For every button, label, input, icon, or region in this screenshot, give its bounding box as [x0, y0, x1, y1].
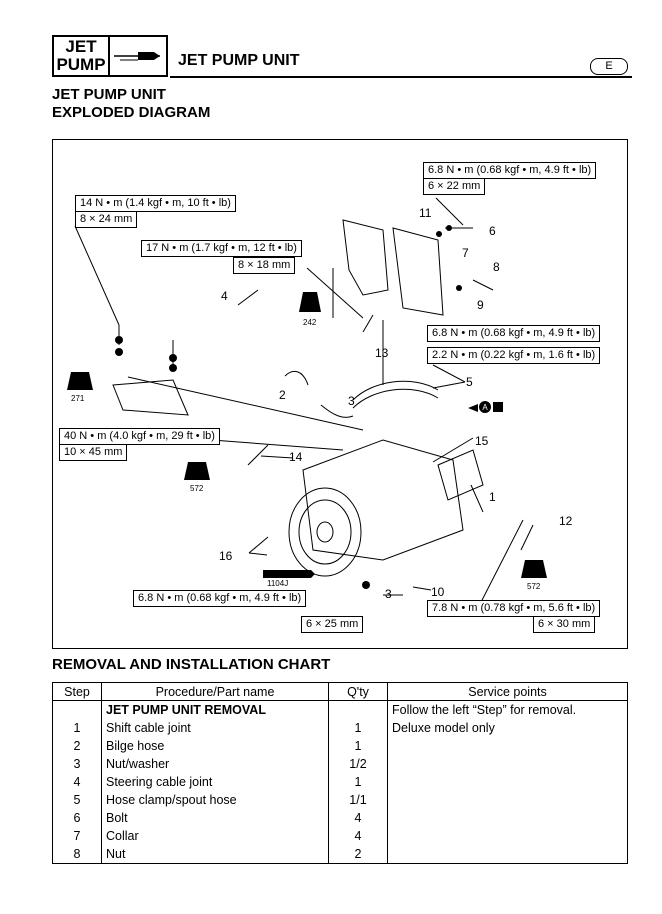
size-label-10x45: 10 × 45 mm	[59, 444, 128, 461]
section-subtitle: EXPLODED DIAGRAM	[52, 104, 211, 121]
size-label-8x18: 8 × 18 mm	[233, 257, 296, 274]
torque-label-bolt-9: 6.8 N • m (0.68 kgf • m, 4.9 ft • lb)	[427, 325, 601, 342]
callout-4: 4	[221, 289, 228, 303]
locktite-572-right: 572	[527, 582, 541, 591]
torque-label-14nm: 14 N • m (1.4 kgf • m, 10 ft • lb)	[75, 195, 236, 212]
col-step: Step	[52, 682, 102, 701]
table-row-group: JET PUMP UNIT REMOVAL Follow the left “S…	[52, 700, 628, 719]
callout-7: 7	[462, 246, 469, 260]
qty-cell: 1	[328, 737, 388, 755]
callout-8: 8	[493, 260, 500, 274]
locktite-572-left: 572	[190, 484, 204, 493]
col-procedure: Procedure/Part name	[101, 682, 329, 701]
step-cell: 2	[52, 737, 102, 755]
part-cell: Collar	[101, 827, 329, 845]
note-cell	[387, 737, 628, 755]
header-rule	[170, 76, 632, 78]
size-label-6x30: 6 × 30 mm	[533, 616, 596, 633]
diagram-drawing: A	[67, 197, 547, 609]
locktite-271: 271	[71, 394, 85, 403]
step-cell: 1	[52, 719, 102, 737]
qty-cell: 4	[328, 827, 388, 845]
qty-cell: 1/1	[328, 791, 388, 809]
sealant-label: 1104J	[267, 579, 289, 588]
step-cell: 8	[52, 845, 102, 864]
group-title: JET PUMP UNIT REMOVAL	[101, 700, 329, 719]
qty-cell: 1	[328, 773, 388, 791]
callout-9: 9	[477, 298, 484, 312]
callout-15: 15	[475, 434, 489, 448]
callout-6: 6	[489, 224, 496, 238]
size-label-8x24: 8 × 24 mm	[75, 211, 138, 228]
chapter-badge-text: JET PUMP	[54, 37, 110, 75]
callout-13: 13	[375, 346, 389, 360]
chapter-badge: JET PUMP	[52, 35, 168, 77]
language-badge: E	[590, 58, 628, 75]
part-cell: Nut/washer	[101, 755, 329, 773]
step-cell: 7	[52, 827, 102, 845]
page-header-title: JET PUMP UNIT	[178, 52, 300, 69]
step-cell: 4	[52, 773, 102, 791]
part-cell: Hose clamp/spout hose	[101, 791, 329, 809]
col-qty: Q'ty	[328, 682, 388, 701]
callout-5: 5	[466, 375, 473, 389]
section-title: JET PUMP UNIT	[52, 86, 166, 103]
torque-label-40nm: 40 N • m (4.0 kgf • m, 29 ft • lb)	[59, 428, 220, 445]
part-cell: Bolt	[101, 809, 329, 827]
qty-cell: 1	[328, 719, 388, 737]
torque-label-17nm: 17 N • m (1.7 kgf • m, 12 ft • lb)	[141, 240, 302, 257]
callout-12: 12	[559, 514, 573, 528]
torque-label-clamp-5: 2.2 N • m (0.22 kgf • m, 1.6 ft • lb)	[427, 347, 601, 364]
torque-label-bolt-12: 7.8 N • m (0.78 kgf • m, 5.6 ft • lb)	[427, 600, 601, 617]
step-cell: 6	[52, 809, 102, 827]
note-cell: Deluxe model only	[387, 719, 628, 737]
part-cell: Nut	[101, 845, 329, 864]
callout-3: 3	[348, 394, 355, 408]
step-cell: 3	[52, 755, 102, 773]
part-cell: Shift cable joint	[101, 719, 329, 737]
torque-label-nut-3: 6.8 N • m (0.68 kgf • m, 4.9 ft • lb)	[133, 590, 307, 607]
torque-label-bolt-6: 6.8 N • m (0.68 kgf • m, 4.9 ft • lb)	[423, 162, 597, 179]
callout-11: 11	[419, 206, 432, 220]
callout-2: 2	[279, 388, 286, 402]
badge-line-2: PUMP	[56, 55, 106, 74]
qty-cell: 2	[328, 845, 388, 864]
callout-3-lower: 3	[385, 587, 392, 601]
part-cell: Bilge hose	[101, 737, 329, 755]
note-cell	[387, 827, 628, 845]
size-label-6x25: 6 × 25 mm	[301, 616, 364, 633]
qty-cell: 4	[328, 809, 388, 827]
size-label-bolt-6: 6 × 22 mm	[423, 178, 486, 195]
part-cell: Steering cable joint	[101, 773, 329, 791]
svg-text:A: A	[482, 403, 488, 412]
group-note: Follow the left “Step” for removal.	[387, 700, 628, 719]
qty-cell: 1/2	[328, 755, 388, 773]
removal-installation-table: Step Procedure/Part name Q'ty Service po…	[52, 682, 628, 864]
col-service-points: Service points	[387, 682, 628, 701]
exploded-diagram: A 6.8 N • m (0.68 kgf • m, 4.9 ft • lb) …	[52, 139, 628, 649]
callout-1: 1	[489, 490, 496, 504]
callout-10: 10	[431, 585, 445, 599]
locktite-242: 242	[303, 318, 317, 327]
callout-16: 16	[219, 549, 233, 563]
badge-line-1: JET	[65, 37, 97, 56]
note-cell	[387, 755, 628, 773]
jet-pump-icon	[110, 37, 166, 75]
note-cell	[387, 773, 628, 791]
note-cell	[387, 809, 628, 827]
chart-title: REMOVAL AND INSTALLATION CHART	[52, 656, 331, 673]
step-cell: 5	[52, 791, 102, 809]
note-cell	[387, 845, 628, 864]
callout-14: 14	[289, 450, 303, 464]
note-cell	[387, 791, 628, 809]
table-header-row: Step Procedure/Part name Q'ty Service po…	[52, 682, 628, 701]
